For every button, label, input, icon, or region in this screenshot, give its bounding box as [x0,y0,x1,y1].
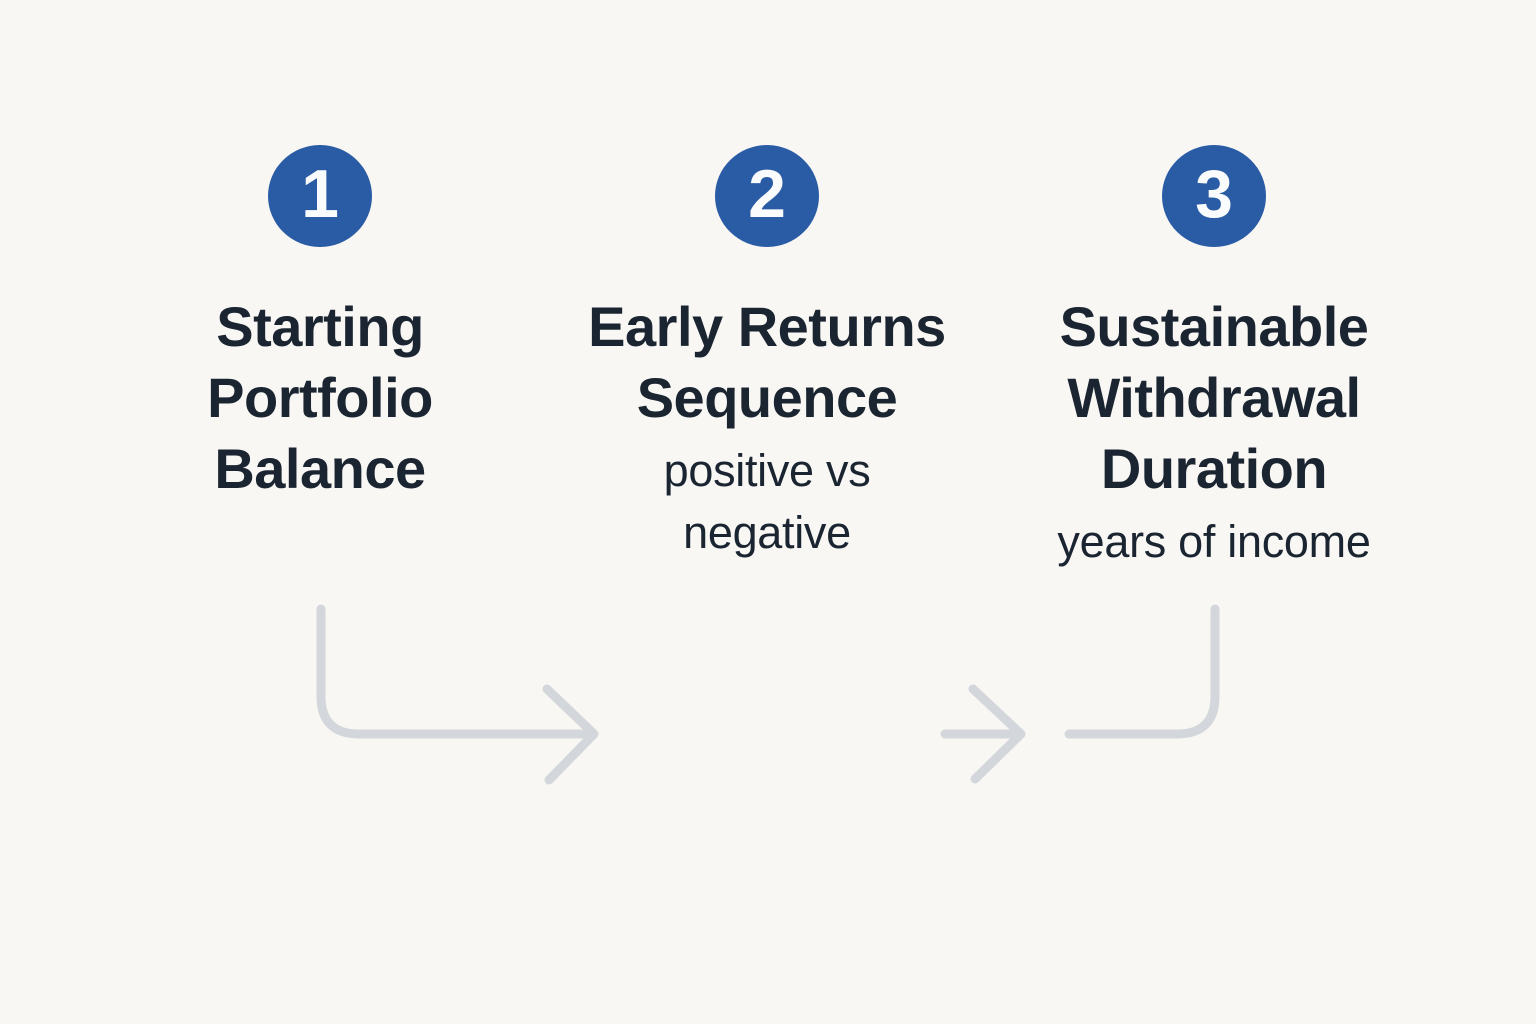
step-3-title: Sustainable Withdrawal Duration [1060,291,1369,504]
step-1-number: 1 [301,156,339,232]
arrow-2-right-arrowhead-icon [968,684,1026,784]
arrow-1-elbow-line [316,604,588,739]
step-2-subtitle-line-2: negative [683,507,851,558]
step-3-title-line-2: Withdrawal [1067,366,1361,429]
step-1-starting-portfolio-balance: 1 Starting Portfolio Balance [90,145,550,504]
step-1-title-line-3: Balance [214,437,426,500]
step-2-title: Early Returns Sequence [588,291,946,433]
step-3-title-line-3: Duration [1100,437,1328,500]
step-2-number: 2 [748,156,786,232]
step-3-number: 3 [1195,156,1233,232]
step-1-title: Starting Portfolio Balance [207,291,433,504]
arrow-1-right-arrowhead-icon [542,684,599,785]
step-1-number-badge: 1 [268,145,372,247]
step-2-title-line-1: Early Returns [588,295,946,358]
step-3-title-line-1: Sustainable [1059,295,1369,358]
step-2-early-returns-sequence: 2 Early Returns Sequence positive vs neg… [537,145,997,564]
step-2-title-line-2: Sequence [636,366,898,429]
step-1-title-line-2: Portfolio [207,366,433,429]
step-3-sustainable-withdrawal-duration: 3 Sustainable Withdrawal Duration years … [984,145,1444,573]
step-2-subtitle: positive vs negative [664,440,871,564]
step-2-subtitle-line-1: positive vs [663,445,871,496]
arrow-2-elbow-line [1064,604,1220,739]
step-1-title-line-1: Starting [216,295,424,358]
step-2-number-badge: 2 [715,145,819,247]
step-3-number-badge: 3 [1162,145,1266,247]
step-3-subtitle: years of income [1057,511,1370,573]
step-3-subtitle-line-1: years of income [1057,516,1371,567]
